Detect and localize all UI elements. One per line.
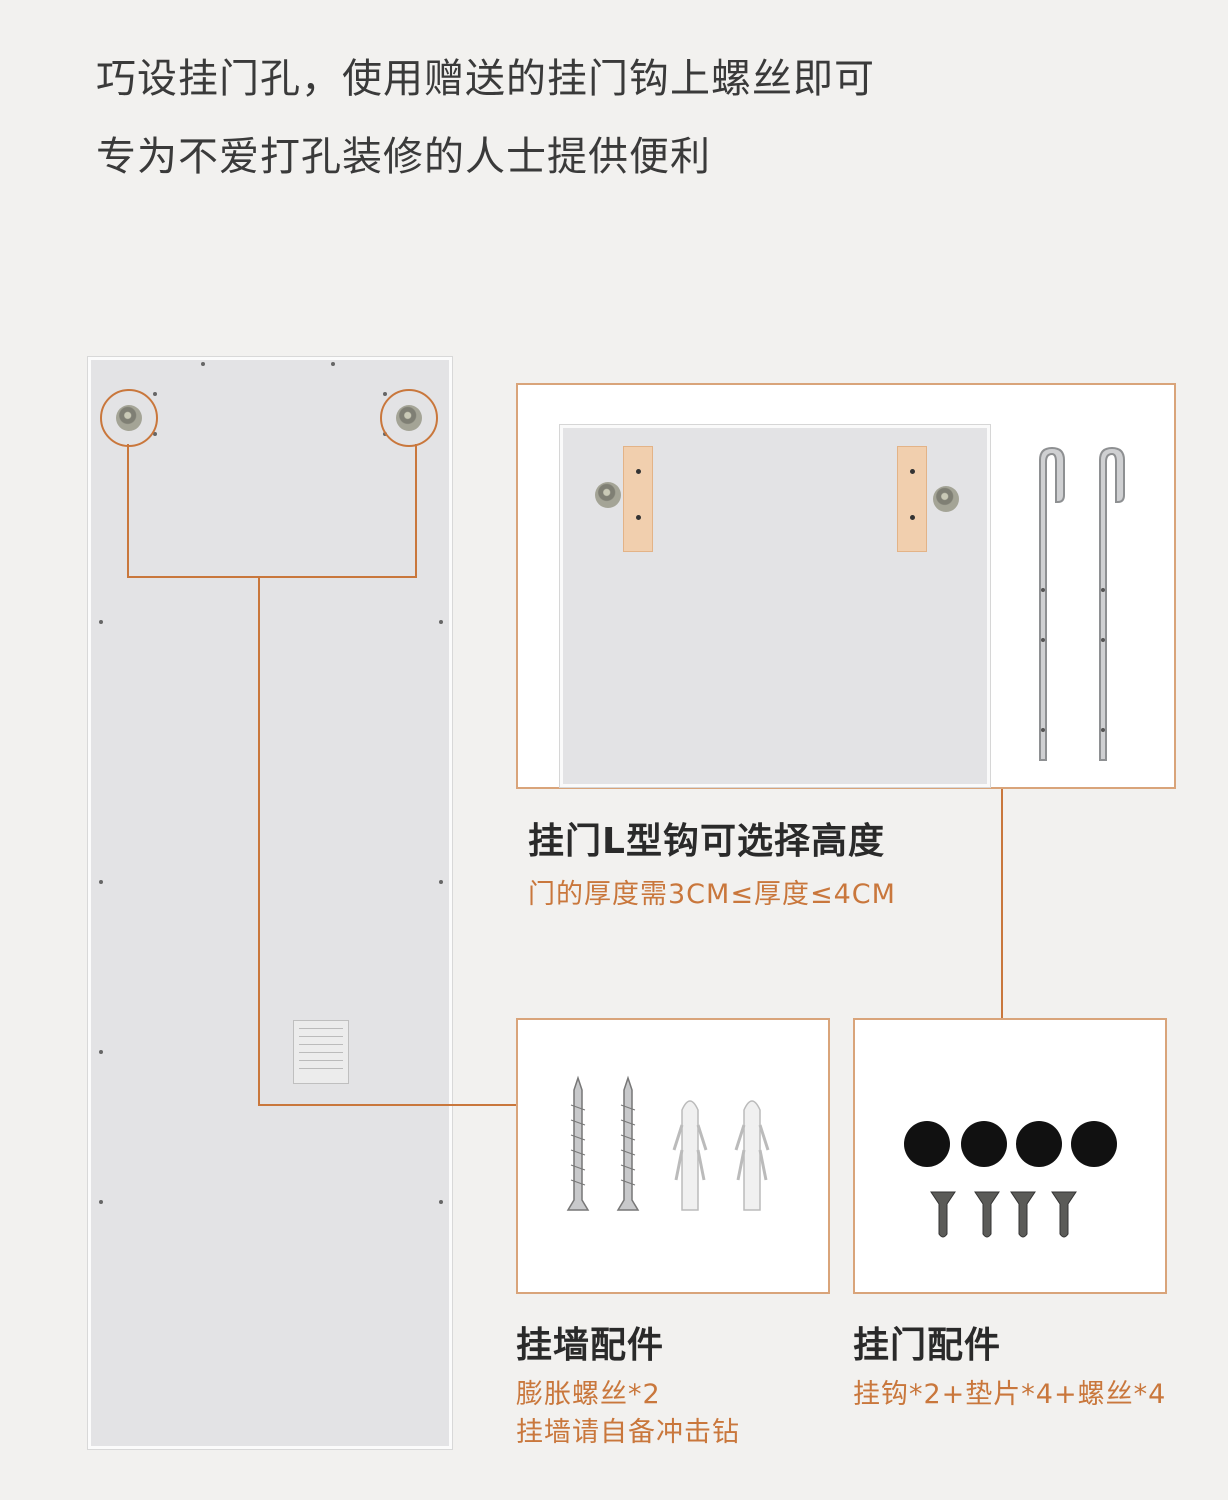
door-accessories-card (853, 1018, 1167, 1294)
wall-accessories-title: 挂墙配件 (516, 1325, 665, 1366)
mounting-hole-ring-left (100, 389, 158, 447)
headline-line-1: 巧设挂门孔，使用赠送的挂门钩上螺丝即可 (96, 56, 875, 102)
wall-accessories-line-2: 挂墙请自备冲击钻 (516, 1417, 740, 1448)
hook-mount-plate-right (897, 446, 927, 552)
door-hook-card (516, 383, 1176, 789)
connector-line (127, 444, 129, 578)
door-accessories-title: 挂门配件 (853, 1325, 1002, 1366)
wall-anchor-icon (734, 1100, 770, 1211)
screw-icon (930, 1191, 1077, 1238)
screw-icon (616, 1075, 640, 1211)
mounting-hole-icon (116, 405, 142, 431)
mounting-hole-icon (933, 486, 959, 512)
door-accessories-image (904, 1121, 1117, 1238)
hook-section-note: 门的厚度需3CM≤厚度≤4CM (528, 879, 896, 910)
connector-line (415, 444, 417, 578)
door-accessories-line-1: 挂钩*2+垫片*4+螺丝*4 (853, 1379, 1167, 1410)
wall-anchor-icon (672, 1100, 708, 1211)
mounting-hole-icon (595, 482, 621, 508)
product-label-sticker (293, 1020, 349, 1084)
connector-line (258, 576, 260, 1106)
door-hook-icon (1039, 446, 1125, 761)
screw-icon (566, 1075, 590, 1211)
hook-section-title: 挂门L型钩可选择高度 (528, 821, 885, 862)
mounting-hole-ring-right (380, 389, 438, 447)
wall-accessories-line-1: 膨胀螺丝*2 (516, 1379, 661, 1410)
felt-pad-icon (904, 1121, 1117, 1167)
headline: 巧设挂门孔，使用赠送的挂门钩上螺丝即可 专为不爱打孔装修的人士提供便利 (96, 40, 875, 196)
connector-line (258, 1104, 516, 1106)
mirror-back-panel (88, 357, 452, 1449)
wall-accessories-card (516, 1018, 830, 1294)
mounting-hole-icon (396, 405, 422, 431)
wall-accessories-image (566, 1075, 770, 1211)
door-panel-closeup (560, 425, 990, 787)
connector-line (127, 576, 417, 578)
headline-line-2: 专为不爱打孔装修的人士提供便利 (96, 134, 711, 180)
hook-mount-plate-left (623, 446, 653, 552)
connector-line (1001, 788, 1003, 1020)
